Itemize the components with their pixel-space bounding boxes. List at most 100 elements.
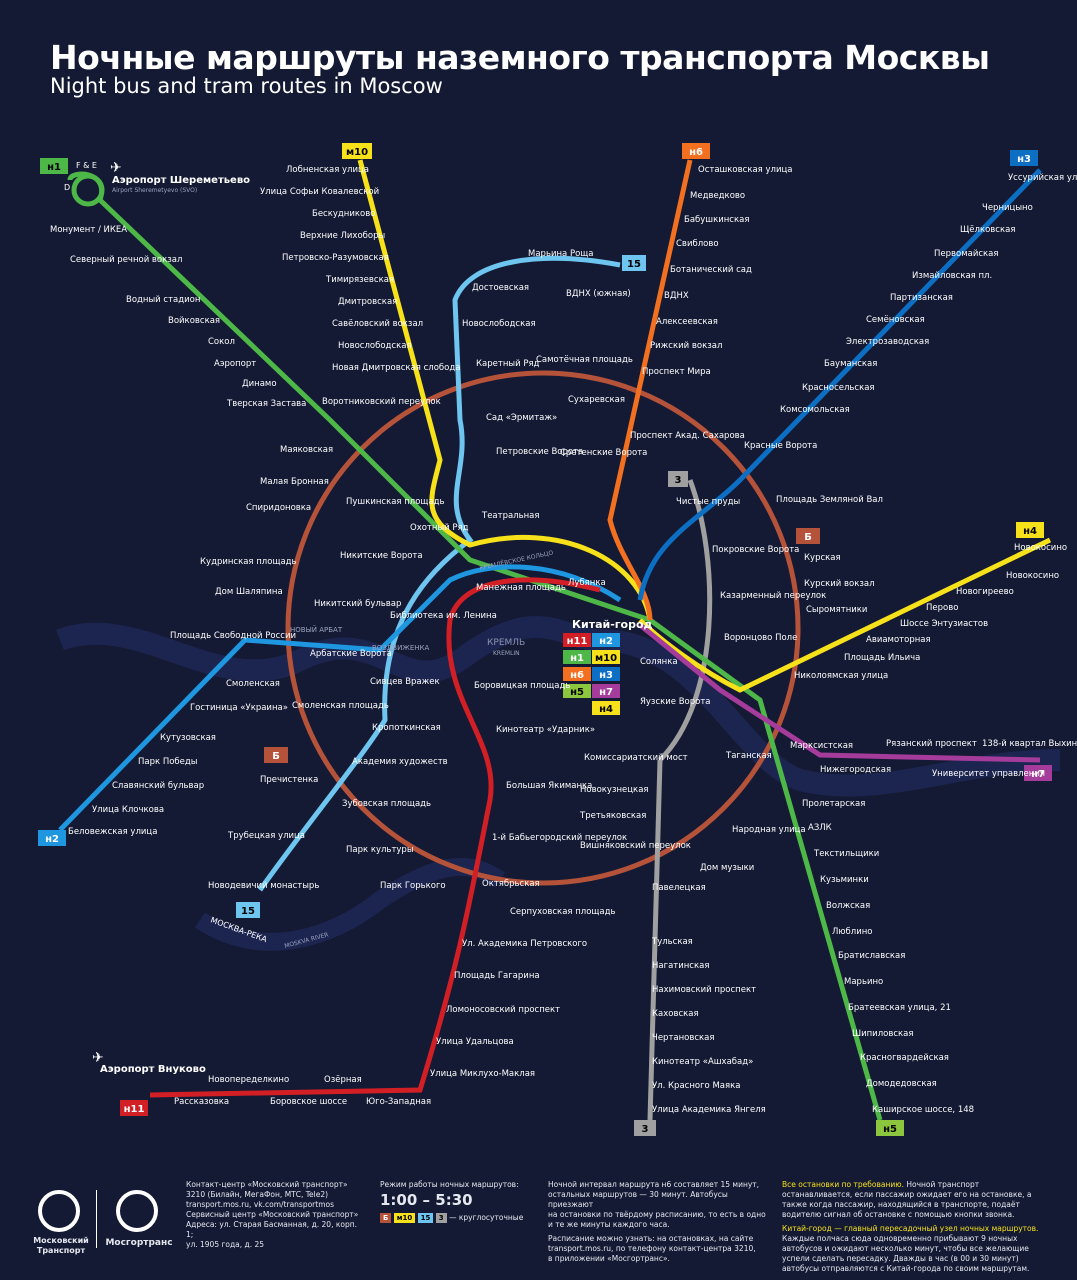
svg-text:Новокузнецкая: Новокузнецкая [580,785,649,795]
svg-text:Достоевская: Достоевская [472,283,529,293]
svg-text:Таганская: Таганская [725,751,772,761]
svg-text:Улица Клочкова: Улица Клочкова [92,805,164,815]
svg-text:Северный речной вокзал: Северный речной вокзал [70,255,182,265]
interval-block: Ночной интервал маршрута н6 составляет 1… [548,1180,766,1263]
svg-text:Проспект Мира: Проспект Мира [642,367,711,377]
svg-text:Динамо: Динамо [242,379,277,389]
route-n2-line[interactable] [58,564,622,832]
svg-text:15: 15 [627,259,641,270]
route-3-south[interactable] [647,759,663,1121]
route-m10-line[interactable] [357,159,653,621]
novy-arbat-label: НОВЫЙ АРБАТ [290,625,343,634]
svg-text:Щёлковская: Щёлковская [960,225,1015,235]
svg-text:Петровские Ворота: Петровские Ворота [496,447,583,457]
svg-text:Петровско-Разумовская: Петровско-Разумовская [282,253,389,263]
svg-text:Водный стадион: Водный стадион [126,295,200,305]
svg-text:Авиамоторная: Авиамоторная [866,635,931,645]
svg-text:Савёловский вокзал: Савёловский вокзал [332,319,423,329]
svg-text:Бескудниково: Бескудниково [312,209,375,219]
svg-text:Воротниковский переулок: Воротниковский переулок [322,397,441,407]
svg-text:Площадь Ильича: Площадь Ильича [844,653,920,663]
svg-text:Кутузовская: Кутузовская [160,733,216,743]
badge-m10[interactable]: м10 [342,143,372,159]
svg-text:Павелецкая: Павелецкая [652,883,706,893]
badge-n5[interactable]: н5 [876,1120,904,1136]
route-n4-line[interactable] [638,537,1052,693]
footer: Московский Транспорт Мосгортранс Контакт… [0,1180,1077,1280]
svg-text:Б: Б [804,532,812,543]
svg-text:Яузские Ворота: Яузские Ворота [640,697,711,707]
svg-text:Airport Sheremetyevo (SVO): Airport Sheremetyevo (SVO) [112,187,197,194]
badge-n3[interactable]: н3 [1010,150,1038,166]
svg-text:Самотёчная площадь: Самотёчная площадь [536,355,633,365]
badge-3-south[interactable]: 3 [634,1120,656,1136]
svg-text:Красные Ворота: Красные Ворота [744,441,817,451]
svg-text:н3: н3 [599,670,613,681]
badge-b-east[interactable]: Б [796,528,820,544]
svg-text:Дмитровская: Дмитровская [338,297,397,307]
svg-text:Новокосино: Новокосино [1014,543,1067,553]
svg-text:Улица Удальцова: Улица Удальцова [436,1037,514,1047]
badge-15-north[interactable]: 15 [622,255,646,271]
svg-text:Свиблово: Свиблово [676,239,719,249]
route-n7-line[interactable] [638,623,1041,763]
badge-3-north[interactable]: 3 [668,471,688,487]
svg-text:Новослободская: Новослободская [462,319,536,329]
river-shape [56,615,1061,797]
route-n1-loop [71,173,105,207]
badge-n6[interactable]: н6 [682,143,710,159]
notes-block: Все остановки по требованию. Ночной тран… [782,1180,1039,1273]
svg-text:Алексеевская: Алексеевская [656,317,718,327]
svg-text:Комсомольская: Комсомольская [780,405,850,415]
badge-b-west[interactable]: Б [264,747,288,763]
svg-text:н11: н11 [124,1104,145,1115]
route-n6-line[interactable] [607,159,693,621]
svg-text:Кинотеатр «Ударник»: Кинотеатр «Ударник» [496,725,595,735]
svg-text:Кропоткинская: Кропоткинская [372,723,441,733]
svg-text:Проспект Акад. Сахарова: Проспект Акад. Сахарова [630,431,745,441]
badge-n7[interactable]: н7 [1024,765,1052,781]
svg-text:Новопеределкино: Новопеределкино [208,1075,289,1085]
route-b-ring[interactable] [285,370,801,886]
svg-text:Монумент / ИКЕА: Монумент / ИКЕА [50,225,127,235]
svg-text:Измайловская пл.: Измайловская пл. [912,271,992,281]
svg-text:1-й Бабьегородский переулок: 1-й Бабьегородский переулок [492,833,627,843]
svg-text:Уссурийская улица: Уссурийская улица [1008,173,1077,183]
svg-text:Комиссариатский мост: Комиссариатский мост [584,753,688,763]
svg-text:Партизанская: Партизанская [890,293,953,303]
svg-text:н2: н2 [45,834,59,845]
svg-text:Серпуховская площадь: Серпуховская площадь [510,907,616,917]
svg-text:Нахимовский проспект: Нахимовский проспект [652,985,756,995]
svg-text:Тверская Застава: Тверская Застава [226,399,306,409]
badge-n2[interactable]: н2 [38,830,66,846]
svg-text:Улица Софьи Ковалевской: Улица Софьи Ковалевской [260,187,379,197]
svg-text:Марксистская: Марксистская [790,741,853,751]
hub-kitay-gorod[interactable]: Китай-город н11 н2 н1 м10 н6 н3 н5 н7 н4 [563,618,653,715]
route-3-line[interactable] [658,479,713,762]
svg-text:Бабушкинская: Бабушкинская [684,215,749,225]
svg-text:Улица Миклухо-Маклая: Улица Миклухо-Маклая [430,1069,535,1079]
transit-map: н1 м10 н6 н3 15 3 Б н4 Б н7 н2 15 н11 3 … [38,143,1077,1136]
svg-text:Рассказовка: Рассказовка [174,1097,229,1107]
kremlin-sub-label: KREMLIN [493,650,520,657]
svg-text:Площадь Земляной Вал: Площадь Земляной Вал [776,495,883,505]
svg-text:Шоссе Энтузиастов: Шоссе Энтузиастов [900,619,988,629]
svg-text:Боровское шоссе: Боровское шоссе [270,1097,347,1107]
svg-text:н5: н5 [883,1124,897,1135]
svg-text:3: 3 [675,475,682,486]
route-n3-line[interactable] [637,168,1042,601]
badge-n1[interactable]: н1 [40,158,68,174]
svg-text:Медведково: Медведково [690,191,745,201]
svg-text:Казарменный переулок: Казарменный переулок [720,591,826,601]
svg-text:Первомайская: Первомайская [934,249,999,259]
route-n11-line[interactable] [149,577,601,1098]
badge-n4[interactable]: н4 [1016,522,1044,538]
svg-text:Новослободская: Новослободская [338,341,412,351]
badge-n11[interactable]: н11 [120,1100,148,1116]
svg-text:Марьина Роща: Марьина Роща [528,249,593,259]
svg-text:Пушкинская площадь: Пушкинская площадь [346,497,445,507]
svg-text:Сивцев Вражек: Сивцев Вражек [370,677,440,687]
badge-15-south[interactable]: 15 [236,902,260,918]
svg-text:Красносельская: Красносельская [802,383,875,393]
svg-text:Пречистенка: Пречистенка [260,775,318,785]
